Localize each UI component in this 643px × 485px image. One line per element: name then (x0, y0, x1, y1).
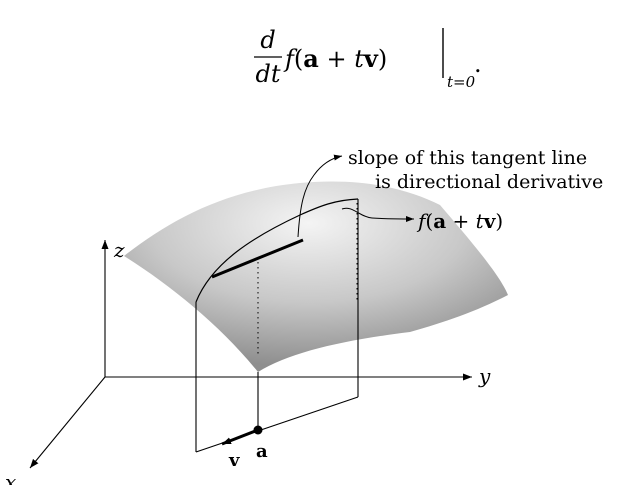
tangent-line (211, 238, 304, 279)
formula-body: f(a + tv) (283, 44, 387, 73)
curve-label-v: v (483, 209, 497, 233)
x-axis (29, 376, 106, 469)
formula-numerator: d (260, 26, 275, 54)
formula-a: a (303, 44, 319, 73)
formula-subscript-text: t=0 (447, 73, 476, 91)
point-a (253, 425, 263, 435)
formula-period: . (474, 50, 482, 78)
z-axis-label: z (113, 238, 125, 262)
curve-f-a-plus-tv (195, 198, 359, 303)
formula-paren-close: ) (378, 45, 387, 73)
curve-label-t: t (476, 209, 485, 233)
curve-label-plus: + (446, 209, 475, 233)
y-axis-label: y (478, 364, 491, 388)
surface (124, 181, 508, 372)
slope-annotation-arrow (297, 154, 343, 238)
formula-paren-open: ( (294, 45, 303, 73)
x-axis-label: x (5, 470, 16, 485)
curve-annotation-arrow (341, 207, 415, 222)
curve-label-paren-close: ) (495, 209, 503, 233)
curve-label-paren-open: ( (425, 209, 433, 233)
direction-vector-v (221, 428, 259, 446)
derivative-formula: d dt f(a + tv) t=0 . (254, 26, 482, 91)
formula-denominator: dt (255, 60, 280, 88)
formula-v: v (363, 44, 379, 73)
base-line-bottom (195, 396, 359, 453)
curve-label-a: a (433, 209, 446, 233)
formula-subscript: t=0 (447, 73, 476, 91)
formula-plus: + (319, 45, 354, 73)
point-a-label: a (256, 441, 268, 462)
curve-annotation-label: f(a + tv) (416, 209, 503, 233)
slope-annotation-line2: is directional derivative (375, 171, 603, 193)
slope-annotation-line1: slope of this tangent line (348, 147, 587, 169)
vector-v-label: v (228, 450, 240, 471)
formula-t: t (354, 45, 364, 73)
axes: z y x (5, 238, 491, 485)
